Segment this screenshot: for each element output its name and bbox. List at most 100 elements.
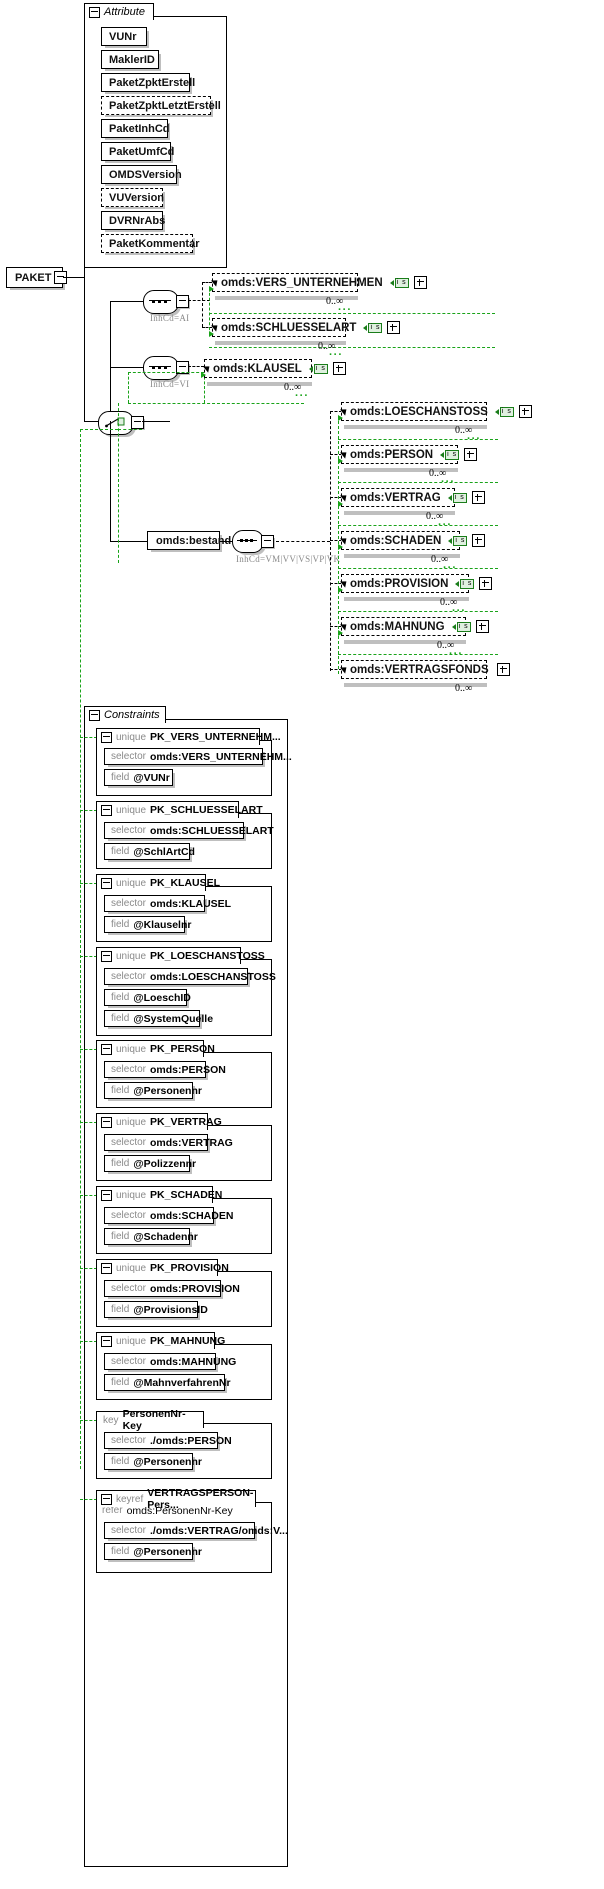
minus-toggle-icon[interactable] [101,1493,112,1505]
expand-icon[interactable] [496,663,510,676]
attribute-paketzpkterstell[interactable]: PaketZpktErstell [101,73,195,92]
constraint-selector-6[interactable]: selector omds:SCHADEN [104,1207,233,1224]
annotation-inhcd-ai: InhCd=AI [150,313,190,323]
constraint-selector-1[interactable]: selector omds:SCHLUESSELART [104,822,274,839]
sequence-symbol-bestand[interactable] [232,530,276,553]
expand-icon[interactable] [471,491,485,504]
constraint-tab-8[interactable]: unique PK_MAHNUNG [96,1332,225,1349]
constraint-selector-5[interactable]: selector omds:VERTRAG [104,1134,233,1151]
expand-icon[interactable] [472,534,486,547]
expand-icon[interactable] [387,321,401,334]
constraint-selector-9[interactable]: selector ./omds:PERSON [104,1432,232,1449]
minus-toggle-icon[interactable] [101,1335,112,1347]
constraint-field-10-0[interactable]: field @Personennr [104,1543,202,1560]
cardinality-label: 0..∞ [426,511,444,522]
attribute-paketkommentar[interactable]: PaketKommentar [101,234,199,253]
constraint-field-3-0[interactable]: field @LoeschID [104,989,191,1006]
element-vers-unternehmen[interactable]: omds:VERS_UNTERNEHMEN i s [212,273,427,292]
constraint-selector-2[interactable]: selector omds:KLAUSEL [104,895,231,912]
element-vertragsfonds[interactable]: omds:VERTRAGSFONDS [341,660,510,679]
choice-symbol[interactable] [98,411,144,435]
attribute-maklerid[interactable]: MaklerID [101,50,159,69]
constraint-selector-10[interactable]: selector ./omds:VERTRAG/omds:V... [104,1522,288,1539]
constraints-tab[interactable]: Constraints [84,706,166,723]
element-person[interactable]: omds:PERSON i s [341,445,478,464]
expand-icon[interactable] [479,577,493,590]
constraint-field-3-1[interactable]: field @SystemQuelle [104,1010,213,1027]
attribute-group-tab[interactable]: Attribute [84,3,154,20]
root-element-paket[interactable]: PAKET [6,267,68,288]
element-schluesselart[interactable]: omds:SCHLUESSELART i s [212,318,401,337]
constraint-selector-3[interactable]: selector omds:LOESCHANSTOSS [104,968,276,985]
element-mahnung[interactable]: omds:MAHNUNG i s [341,617,489,636]
element-schaden[interactable]: omds:SCHADEN i s [341,531,486,550]
expand-icon[interactable] [475,620,489,633]
constraint-selector-0[interactable]: selector omds:VERS_UNTERNEHM... [104,748,292,765]
minus-toggle-icon[interactable] [101,1189,112,1201]
expand-icon[interactable] [413,276,427,289]
sequence-collapse-icon[interactable] [176,361,189,374]
constraint-tab-3[interactable]: unique PK_LOESCHANSTOSS [96,947,265,964]
minus-toggle-icon[interactable] [101,1116,112,1128]
element-shadow [344,468,458,472]
attribute-label: PaketZpktLetztErstell [109,99,221,112]
constraint-field-6-0[interactable]: field @Schadennr [104,1228,198,1245]
expand-icon[interactable] [464,448,478,461]
field-label: field [111,1546,130,1557]
expand-icon[interactable] [332,362,346,375]
attribute-paketumfcd[interactable]: PaketUmfCd [101,142,174,161]
minus-toggle-icon[interactable] [101,731,112,743]
attribute-vunr[interactable]: VUNr [101,27,147,46]
constraint-selector-8[interactable]: selector omds:MAHNUNG [104,1353,236,1370]
choice-collapse-icon[interactable] [131,416,144,429]
constraint-field-5-0[interactable]: field @Polizzennr [104,1155,196,1172]
element-vertrag[interactable]: omds:VERTRAG i s [341,488,485,507]
type-badge-icon: i s [308,363,328,374]
expand-icon[interactable] [518,405,532,418]
constraint-kind: unique [116,1189,147,1201]
minus-toggle-icon[interactable] [89,709,100,721]
minus-toggle-icon[interactable] [101,804,112,816]
constraint-tab-6[interactable]: unique PK_SCHADEN [96,1186,222,1203]
selector-label: selector [111,825,147,836]
element-bestand[interactable]: omds:bestand [147,531,253,550]
attribute-vuversion[interactable]: VUVersion [101,188,164,207]
sequence-bar [149,366,171,367]
minus-toggle-icon[interactable] [101,950,112,962]
constraint-tab-7[interactable]: unique PK_PROVISION [96,1259,229,1276]
constraint-tab-0[interactable]: unique PK_VERS_UNTERNEHM... [96,728,281,745]
attribute-paketzpktletzterstell[interactable]: PaketZpktLetztErstell [101,96,221,115]
constraint-field-2-0[interactable]: field @Klauselnr [104,916,191,933]
constraint-tab-2[interactable]: unique PK_KLAUSEL [96,874,220,891]
constraint-tab-10[interactable]: keyref VERTRAGSPERSON-Pers... [96,1487,256,1511]
sequence-collapse-icon[interactable] [261,535,274,548]
reference-line [209,288,210,335]
constraint-tab-4[interactable]: unique PK_PERSON [96,1040,215,1057]
sequence-symbol-vi[interactable] [143,356,189,380]
minus-toggle-icon[interactable] [101,877,112,889]
constraint-field-8-0[interactable]: field @MahnverfahrenNr [104,1374,231,1391]
attribute-dvrnrabs[interactable]: DVRNrAbs [101,211,165,230]
constraint-field-7-0[interactable]: field @ProvisionsID [104,1301,208,1318]
element-loeschanstoss[interactable]: omds:LOESCHANSTOSS i s [341,402,532,421]
sequence-symbol-ai[interactable] [143,290,189,314]
constraint-tab-5[interactable]: unique PK_VERTRAG [96,1113,222,1130]
constraint-field-9-0[interactable]: field @Personennr [104,1453,202,1470]
constraint-selector-4[interactable]: selector omds:PERSON [104,1061,226,1078]
attribute-label: PaketInhCd [109,122,170,135]
minus-toggle-icon[interactable] [101,1262,112,1274]
constraint-selector-7[interactable]: selector omds:PROVISION [104,1280,240,1297]
minus-toggle-icon[interactable] [89,6,100,18]
attribute-omdsversion[interactable]: OMDSVersion [101,165,182,184]
constraint-tab-9[interactable]: key PersonenNr-Key [96,1408,204,1432]
constraint-field-4-0[interactable]: field @Personennr [104,1082,202,1099]
element-provision[interactable]: omds:PROVISION i s [341,574,493,593]
constraint-field-0-0[interactable]: field @VUNr [104,769,173,786]
element-klausel[interactable]: omds:KLAUSEL i s [204,359,346,378]
constraint-tab-1[interactable]: unique PK_SCHLUESSELART [96,801,263,818]
minus-toggle-icon[interactable] [101,1043,112,1055]
attribute-paketinhcd[interactable]: PaketInhCd [101,119,170,138]
sequence-collapse-icon[interactable] [176,295,189,308]
constraint-field-1-0[interactable]: field @SchlArtCd [104,843,195,860]
element-shadow [344,554,460,558]
